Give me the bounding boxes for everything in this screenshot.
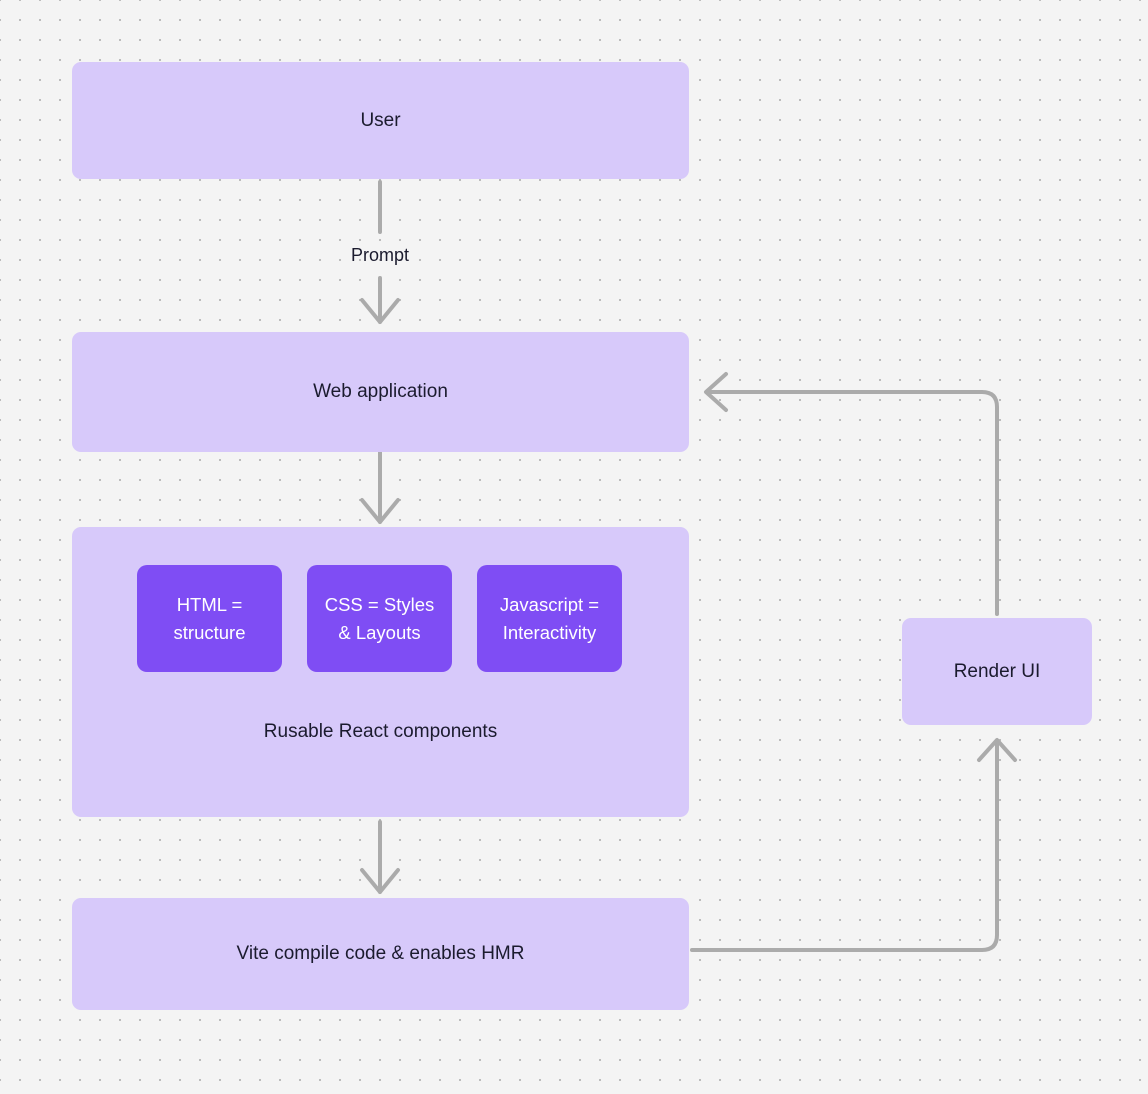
arrowhead-vite-to-render <box>977 738 1017 762</box>
node-web-application-label: Web application <box>313 381 448 403</box>
node-javascript[interactable]: Javascript = Interactivity <box>477 565 622 672</box>
arrowhead-prompt-to-web <box>360 298 400 324</box>
node-web-application[interactable]: Web application <box>72 332 689 452</box>
node-render-ui[interactable]: Render UI <box>902 618 1092 725</box>
node-components-group-caption: Rusable React components <box>263 721 498 742</box>
edge-label-prompt: Prompt <box>350 245 410 265</box>
node-user-label: User <box>360 109 401 131</box>
arrowhead-components-to-vite <box>360 868 400 894</box>
node-html[interactable]: HTML = structure <box>137 565 282 672</box>
edge-vite-to-render <box>690 740 999 952</box>
node-user[interactable]: User <box>72 62 689 179</box>
edge-render-to-web <box>708 390 999 616</box>
node-javascript-label: Javascript = Interactivity <box>499 593 600 643</box>
arrowhead-render-to-web <box>704 372 728 412</box>
node-vite[interactable]: Vite compile code & enables HMR <box>72 898 689 1010</box>
node-render-ui-label: Render UI <box>953 660 1041 682</box>
node-css-label: CSS = Styles & Layouts <box>324 593 435 643</box>
node-components-group[interactable]: HTML = structure CSS = Styles & Layouts … <box>72 527 689 817</box>
node-css[interactable]: CSS = Styles & Layouts <box>307 565 452 672</box>
node-vite-label: Vite compile code & enables HMR <box>236 943 525 965</box>
node-html-label: HTML = structure <box>173 593 246 643</box>
arrowhead-web-to-components <box>360 498 400 524</box>
